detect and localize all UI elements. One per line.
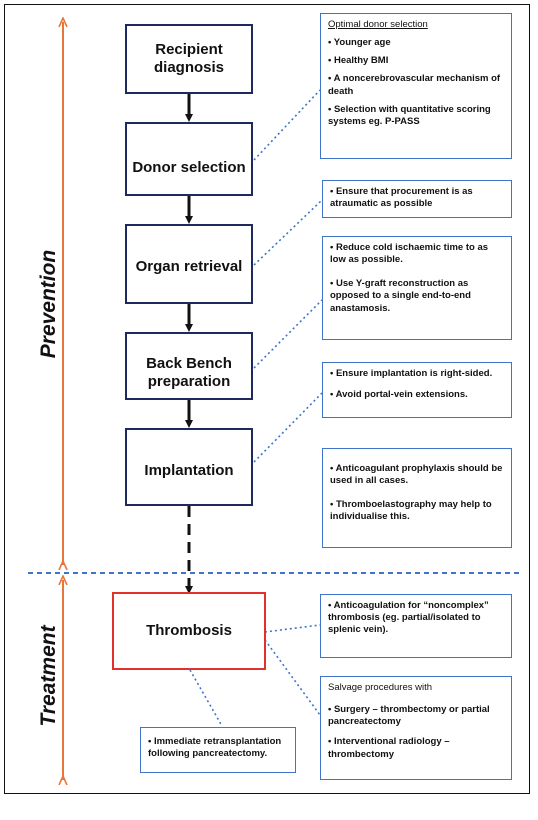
connector-anticoag-treatment (264, 624, 321, 633)
note-donor-item: • A noncerebrovascular mechanism of deat… (328, 73, 501, 97)
note-donor-heading: Optimal donor selection (328, 19, 428, 30)
step-back-bench: Back Bench preparation (125, 332, 253, 400)
connector-procurement (253, 199, 323, 266)
note-procurement-item: • Ensure that procurement is as atraumat… (330, 186, 473, 210)
connector-retransplant (189, 669, 223, 727)
step-donor-selection-label: Donor selection (132, 159, 246, 177)
note-donor-item: • Younger age (328, 37, 391, 49)
note-anticoag-treatment-item: • Anticoagulation for “noncomplex” throm… (328, 600, 489, 636)
note-prophylaxis-item: • Thromboelastography may help to indivi… (330, 499, 492, 523)
step-recipient-diagnosis: Recipient diagnosis (125, 24, 253, 94)
step-thrombosis-label: Thrombosis (146, 622, 232, 640)
note-implantation-side: • Ensure implantation is right-sided. • … (322, 362, 512, 418)
step-donor-selection: Donor selection (125, 122, 253, 196)
note-cold-ischaemic: • Reduce cold ischaemic time to as low a… (322, 236, 512, 340)
note-salvage-heading: Salvage procedures with (328, 682, 433, 693)
note-anticoagulation-treatment: • Anticoagulation for “noncomplex” throm… (320, 594, 512, 658)
phase-label-treatment: Treatment (37, 625, 60, 727)
note-procurement: • Ensure that procurement is as atraumat… (322, 180, 512, 218)
step-back-bench-label: Back Bench preparation (146, 355, 232, 390)
connector-salvage (264, 639, 321, 716)
step-thrombosis: Thrombosis (112, 592, 266, 670)
connector-retrieval (253, 299, 323, 369)
connector-donor (253, 89, 321, 161)
note-salvage-item: • Interventional radiology – thrombectom… (328, 736, 450, 760)
note-salvage-item: • Surgery – thrombectomy or partial panc… (328, 704, 490, 728)
note-optimal-donor-selection: Optimal donor selection • Younger age • … (320, 13, 512, 159)
step-organ-retrieval: Organ retrieval (125, 224, 253, 304)
note-retransplantation: • Immediate retransplantation following … (140, 727, 296, 773)
step-implantation: Implantation (125, 428, 253, 506)
step-implantation-label: Implantation (144, 462, 234, 480)
note-implant-side-item: • Ensure implantation is right-sided. (330, 368, 493, 379)
note-prophylaxis-item: • Anticoagulant prophylaxis should be us… (330, 463, 503, 487)
connector-implant-side (253, 392, 323, 463)
step-organ-retrieval-label: Organ retrieval (135, 258, 243, 276)
note-retransplant-item: • Immediate retransplantation following … (148, 736, 282, 760)
note-anticoagulant-prophylaxis: • Anticoagulant prophylaxis should be us… (322, 448, 512, 548)
note-retrieval-item: • Reduce cold ischaemic time to as low a… (330, 242, 489, 266)
note-implant-side-item: • Avoid portal-vein extensions. (330, 389, 468, 401)
note-donor-item: • Selection with quantitative scoring sy… (328, 103, 491, 127)
note-donor-item: • Healthy BMI (328, 55, 389, 67)
step-recipient-diagnosis-label: Recipient diagnosis (153, 41, 224, 76)
note-salvage-procedures: Salvage procedures with • Surgery – thro… (320, 676, 512, 780)
note-retrieval-item: • Use Y-graft reconstruction as opposed … (330, 278, 471, 314)
diagram-frame (4, 4, 530, 794)
phase-label-prevention: Prevention (37, 249, 60, 359)
